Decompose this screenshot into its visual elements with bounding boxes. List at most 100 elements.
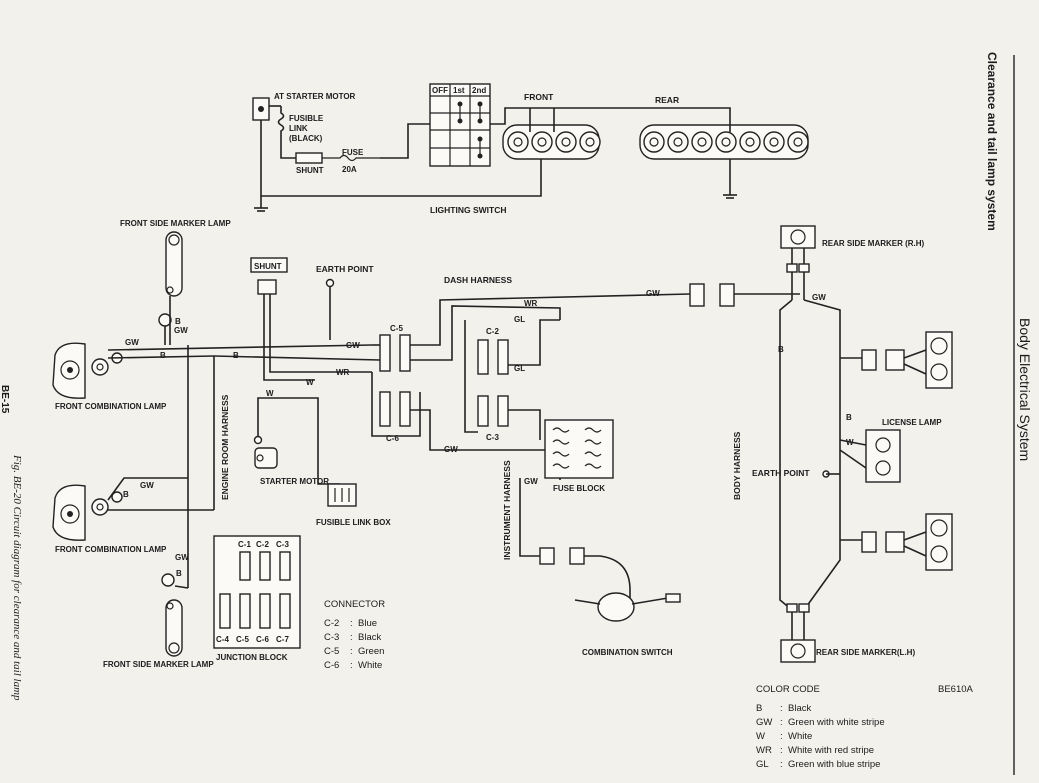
instrument-harness-label: INSTRUMENT HARNESS: [502, 460, 512, 560]
front-side-marker-bottom-label: FRONT SIDE MARKER LAMP: [103, 660, 214, 669]
fuse-rating-label: 20A: [342, 165, 357, 174]
jb-c2: C-2: [256, 540, 269, 549]
combination-switch-label: COMBINATION SWITCH: [582, 648, 673, 657]
fusible-link-label-1: FUSIBLE: [289, 114, 324, 123]
shunt-label: SHUNT: [296, 166, 324, 175]
c6-connector-b: [399, 391, 411, 427]
rear-side-marker-rh: [780, 225, 816, 249]
c3-connector-a: [477, 395, 489, 427]
dash-harness-label: DASH HARNESS: [444, 275, 512, 285]
shunt-connector: [257, 279, 277, 295]
cc-wr-code: WR: [756, 745, 772, 756]
wire-code-gw-fcl-bottom: GW: [140, 481, 154, 490]
section-title: Body Electrical System: [1017, 318, 1033, 461]
wire-code-b-fcl-top: B: [160, 351, 166, 360]
body-connector-b: [719, 283, 735, 307]
connector-c3-color: Black: [358, 632, 381, 643]
connector-c3-code: C-3: [324, 632, 339, 643]
figure-caption: Fig. BE-20 Circuit diagram for clearance…: [11, 454, 23, 701]
cc-gl-sep: :: [780, 759, 783, 770]
front-label: FRONT: [524, 92, 554, 102]
c2-connector-b: [497, 339, 509, 375]
instrument-connector-b: [569, 547, 585, 565]
jb-c7: C-7: [276, 635, 289, 644]
wire-code-gl-dash: GL: [514, 315, 525, 324]
connector-c5-code: C-5: [324, 646, 339, 657]
c5-connector-a: [379, 334, 391, 372]
wire-code-gw-fcl-top: GW: [125, 338, 139, 347]
front-combination-lamp-top: [52, 342, 109, 399]
c6-connector-a: [379, 391, 391, 427]
engine-room-harness-label: ENGINE ROOM HARNESS: [220, 394, 230, 500]
junction-block: C-1 C-2 C-3 C-4 C-5 C-6 C-7: [213, 535, 301, 649]
cc-wr-meaning: White with red stripe: [788, 745, 874, 756]
switch-pos-2nd: 2nd: [472, 86, 486, 95]
shunt-symbol: [295, 152, 323, 164]
wire-code-gw-instr: GW: [524, 477, 538, 486]
connector-c6-code: C-6: [324, 660, 339, 671]
rear-combination-lamp-lh: [861, 513, 953, 571]
jb-c1: C-1: [238, 540, 251, 549]
fusible-link-box-label: FUSIBLE LINK BOX: [316, 518, 391, 527]
front-side-marker-bottom: [165, 599, 183, 657]
cc-gw-sep: :: [780, 717, 783, 728]
wire-code-b-fsm-top: B: [175, 317, 181, 326]
wire-code-b-body-b: B: [846, 413, 852, 422]
connector-c5-color: Green: [358, 646, 384, 657]
wire-code-gw-lower: GW: [444, 445, 458, 454]
wire-code-b-fsm-bottom: B: [176, 569, 182, 578]
front-side-marker-top-label: FRONT SIDE MARKER LAMP: [120, 219, 231, 228]
rear-side-marker-rh-label: REAR SIDE MARKER (R.H): [822, 239, 925, 248]
jb-c5: C-5: [236, 635, 249, 644]
page-title: Clearance and tail lamp system: [985, 52, 999, 231]
wire-code-w-starter: W: [266, 389, 274, 398]
license-lamp: [865, 429, 901, 483]
combination-switch: [574, 592, 681, 622]
shunt-box-label: SHUNT: [254, 262, 282, 271]
figure-code: BE610A: [938, 684, 974, 695]
fusible-link-label-3: (BLACK): [289, 134, 323, 143]
fuse-label: FUSE: [342, 148, 364, 157]
connector-c2-sep: :: [350, 618, 353, 629]
connector-c6-sep: :: [350, 660, 353, 671]
earth-point-front: [325, 278, 335, 288]
c2-connector-a: [477, 339, 489, 375]
starter-motor: [253, 435, 278, 469]
lighting-switch: OFF 1st 2nd: [429, 83, 491, 167]
wire-code-gw-dash: GW: [646, 289, 660, 298]
wire-code-wr-dash: WR: [524, 299, 538, 308]
c6-label: C-6: [386, 434, 399, 443]
wire-code-gw-fsm-bottom: GW: [175, 553, 189, 562]
lighting-switch-label: LIGHTING SWITCH: [430, 205, 507, 215]
wire-code-gw-main: GW: [346, 341, 360, 350]
connector-c2-code: C-2: [324, 618, 339, 629]
license-lamp-label: LICENSE LAMP: [882, 418, 942, 427]
cc-b-meaning: Black: [788, 703, 811, 714]
at-starter-motor-label: AT STARTER MOTOR: [274, 92, 356, 101]
cc-w-meaning: White: [788, 731, 812, 742]
jb-c6: C-6: [256, 635, 269, 644]
body-harness-label: BODY HARNESS: [732, 431, 742, 500]
switch-pos-off: OFF: [432, 86, 448, 95]
fusible-link-label-2: LINK: [289, 124, 308, 133]
c3-connector-b: [497, 395, 509, 427]
switch-pos-1st: 1st: [453, 86, 465, 95]
connector-c2-color: Blue: [358, 618, 377, 629]
front-clearance-lamps: [502, 124, 601, 160]
cc-b-code: B: [756, 703, 762, 714]
wire-code-gw-fsm-top: GW: [174, 326, 188, 335]
cc-gl-meaning: Green with blue stripe: [788, 759, 880, 770]
rear-tail-lamps: [639, 124, 809, 160]
connector-c3-sep: :: [350, 632, 353, 643]
shunt-box: [250, 257, 288, 273]
front-combination-bottom-label: FRONT COMBINATION LAMP: [55, 545, 167, 554]
earth-point-label: EARTH POINT: [316, 264, 374, 274]
wire-code-gw-body: GW: [812, 293, 826, 302]
cc-gw-code: GW: [756, 717, 772, 728]
jb-c3: C-3: [276, 540, 289, 549]
c2-label: C-2: [486, 327, 499, 336]
junction-block-label: JUNCTION BLOCK: [216, 653, 288, 662]
color-code-title: COLOR CODE: [756, 684, 820, 695]
fuse-block: [544, 419, 614, 479]
